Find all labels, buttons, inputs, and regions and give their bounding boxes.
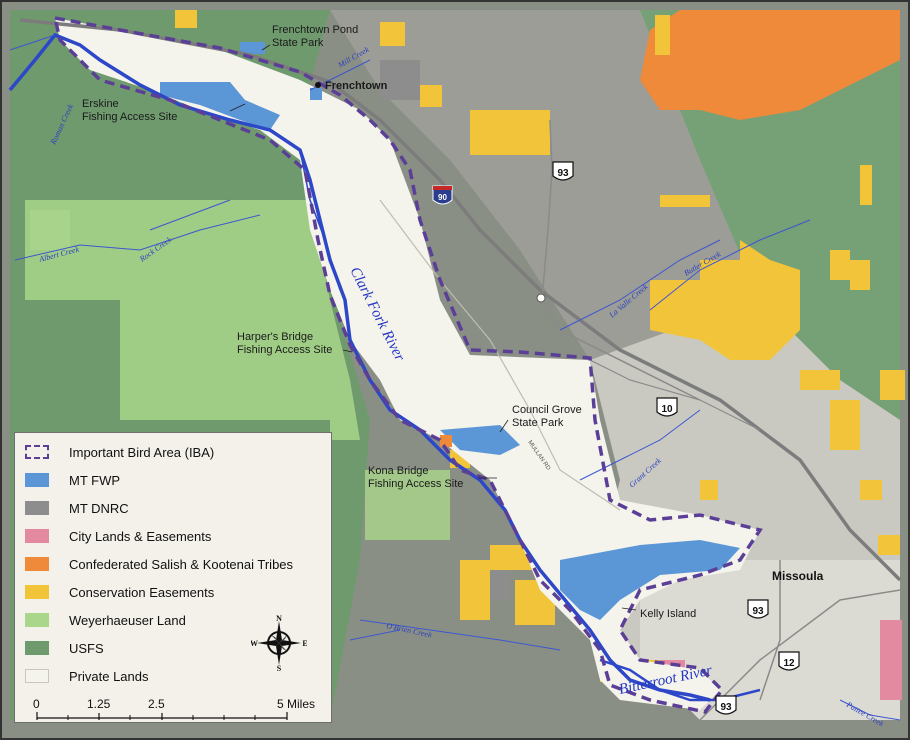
us10-shield-number: 10 <box>661 404 673 415</box>
usfs-northeast <box>640 10 900 420</box>
i90-shield: 90 <box>432 185 453 205</box>
cskt-land <box>640 10 900 120</box>
label-kelly-island: Kelly Island <box>640 608 696 620</box>
scale-tick-0: 0 <box>33 697 40 711</box>
us93-shield-number: 93 <box>557 168 569 179</box>
label-council-grove: Council Grove State Park <box>512 404 585 429</box>
legend-label: Weyerhaeuser Land <box>69 612 186 628</box>
label-frenchtown-pond-line-1: Frenchtown Pond <box>272 24 358 36</box>
scale-bar <box>36 712 288 720</box>
us12-shield: 12 <box>778 651 800 671</box>
label-council-grove-line-2: State Park <box>512 417 564 429</box>
compass-w: W <box>251 639 258 648</box>
us-highway-93-south <box>699 589 901 721</box>
label-erskine-line-2: Fishing Access Site <box>82 111 177 123</box>
label-harpers-bridge: Harper's Bridge Fishing Access Site <box>237 331 332 356</box>
weyerhaeuser-land <box>25 200 360 440</box>
label-kona-bridge-line-1: Kona Bridge <box>368 465 429 477</box>
mt-dnrc-parcel <box>380 60 420 100</box>
legend-label: USFS <box>69 640 104 656</box>
label-erskine-line-1: Erskine <box>82 98 119 110</box>
compass-e: E <box>302 639 307 648</box>
legend-swatch-usfs <box>25 641 49 655</box>
legend-item-usfs: USFS <box>25 639 104 657</box>
us93-shield-number: 93 <box>720 702 732 713</box>
us93-shield-number: 93 <box>752 606 764 617</box>
us-highway-93 <box>541 119 701 401</box>
label-harpers-bridge-line-1: Harper's Bridge <box>237 331 313 343</box>
legend-label: City Lands & Easements <box>69 528 212 544</box>
label-missoula: Missoula <box>772 569 824 583</box>
legend-item-private: Private Lands <box>25 667 149 685</box>
legend-swatch-mt-fwp <box>25 473 49 487</box>
label-frenchtown: Frenchtown <box>325 80 388 92</box>
legend-swatch-weyerhaeuser <box>25 613 49 627</box>
interstate-90 <box>19 18 902 582</box>
legend-label: MT FWP <box>69 472 121 488</box>
interchange-marker <box>536 293 546 303</box>
legend-swatch-iba <box>25 445 49 459</box>
frenchtown-dot <box>315 82 321 88</box>
legend-swatch-conservation <box>25 585 49 599</box>
label-kona-bridge-line-2: Fishing Access Site <box>368 478 463 490</box>
compass-n: N <box>276 615 282 623</box>
weyerhaeuser-land <box>30 210 70 250</box>
legend-label: Private Lands <box>69 668 149 684</box>
us93-shield-city: 93 <box>747 599 769 619</box>
label-kona-bridge: Kona Bridge Fishing Access Site <box>368 465 463 490</box>
mt-fwp-lands <box>160 42 740 620</box>
city-lands <box>880 620 902 700</box>
us93-shield-south: 93 <box>715 695 737 715</box>
legend-swatch-cskt <box>25 557 49 571</box>
legend-item-iba: Important Bird Area (IBA) <box>25 443 214 461</box>
label-harpers-bridge-line-2: Fishing Access Site <box>237 344 332 356</box>
legend-swatch-mt-dnrc <box>25 501 49 515</box>
legend-item-mt-dnrc: MT DNRC <box>25 499 129 517</box>
scale-tick-2: 2.5 <box>148 697 165 711</box>
label-erskine: Erskine Fishing Access Site <box>82 98 177 123</box>
legend-item-cskt: Confederated Salish & Kootenai Tribes <box>25 555 293 573</box>
label-council-grove-line-1: Council Grove <box>512 404 582 416</box>
mullan-road <box>379 199 621 511</box>
legend-item-weyerhaeuser: Weyerhaeuser Land <box>25 611 186 629</box>
legend-swatch-city-lands <box>25 529 49 543</box>
scale-tick-3: 5 Miles <box>277 697 316 711</box>
legend-label: MT DNRC <box>69 500 129 516</box>
weyerhaeuser-land <box>365 470 450 540</box>
legend-label: Important Bird Area (IBA) <box>69 444 215 460</box>
legend-item-city-lands: City Lands & Easements <box>25 527 211 545</box>
leader-lines <box>229 44 637 611</box>
legend-swatch-private <box>25 669 49 683</box>
us12-shield-number: 12 <box>783 658 795 669</box>
us10-shield: 10 <box>656 397 678 417</box>
legend-label: Confederated Salish & Kootenai Tribes <box>69 556 294 572</box>
map-legend: Important Bird Area (IBA) MT FWP MT DNRC… <box>14 432 332 723</box>
label-frenchtown-pond: Frenchtown Pond State Park <box>272 24 361 49</box>
legend-item-conservation: Conservation Easements <box>25 583 214 601</box>
iba-boundary <box>52 15 763 714</box>
us93-shield-north: 93 <box>552 161 574 181</box>
us-highway-12 <box>759 560 781 701</box>
compass-s: S <box>277 664 282 671</box>
us-highway-10 <box>589 359 761 431</box>
compass-rose-icon: N S E W <box>251 615 307 671</box>
private-lands-valley <box>55 18 760 710</box>
cskt-parcel <box>440 435 452 447</box>
label-frenchtown-pond-line-2: State Park <box>272 37 324 49</box>
creeks <box>9 34 901 721</box>
i90-shield-number: 90 <box>438 193 447 202</box>
legend-item-mt-fwp: MT FWP <box>25 471 120 489</box>
scale-tick-1: 1.25 <box>87 697 111 711</box>
legend-label: Conservation Easements <box>69 584 215 600</box>
